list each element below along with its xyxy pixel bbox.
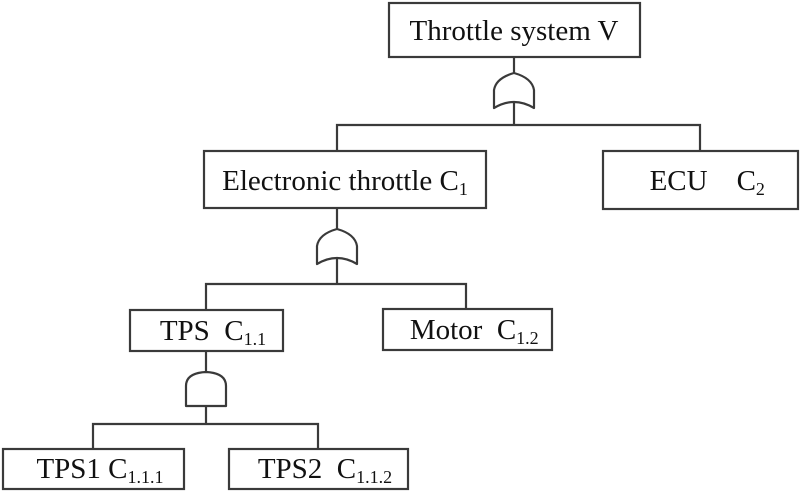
event-box-tps: TPS C1.1 (110, 308, 303, 353)
event-box-electronic-throttle: Electronic throttle C1 (202, 149, 488, 210)
svg-text:ECU C2: ECU C2 (599, 165, 800, 202)
event-box-throttle-system: Throttle system V (387, 1, 642, 59)
svg-text:Throttle system V: Throttle system V (410, 15, 619, 47)
event-box-tps2: TPS2 C1.1.2 (208, 447, 429, 491)
event-label: Electronic throttle C (222, 165, 459, 197)
event-label: TPS C (160, 315, 244, 347)
and-gate-icon (184, 370, 228, 408)
svg-text:Motor C1.2: Motor C1.2 (359, 314, 575, 351)
svg-text:TPS1 C1.1.1: TPS1 C1.1.1 (0, 453, 200, 490)
svg-text:TPS2 C1.1.2: TPS2 C1.1.2 (208, 453, 429, 490)
event-label: Motor C (410, 314, 516, 346)
event-subscript: 1.2 (516, 328, 539, 348)
event-box-motor: Motor C1.2 (359, 307, 575, 352)
event-subscript: 1.1.1 (128, 467, 164, 487)
event-label: TPS1 C (36, 453, 127, 485)
event-label: ECU C (650, 165, 756, 197)
event-box-tps1: TPS1 C1.1.1 (0, 447, 200, 491)
edge-g1-branch (335, 123, 702, 151)
event-box-ecu: ECU C2 (599, 149, 800, 211)
or-gate-icon (492, 71, 536, 110)
or-gate-icon (315, 227, 359, 266)
svg-text:Electronic throttle C1: Electronic throttle C1 (222, 165, 468, 199)
event-subscript: 1.1.2 (356, 467, 392, 487)
event-subscript: 2 (756, 179, 765, 199)
edge-g2-branch (204, 282, 468, 310)
event-subscript: 1 (459, 179, 468, 199)
event-label: TPS2 C (258, 453, 356, 485)
event-subscript: 1.1 (244, 329, 267, 349)
svg-text:TPS C1.1: TPS C1.1 (110, 315, 303, 352)
edge-g3-branch (91, 422, 320, 449)
event-label: Throttle system V (410, 15, 619, 47)
